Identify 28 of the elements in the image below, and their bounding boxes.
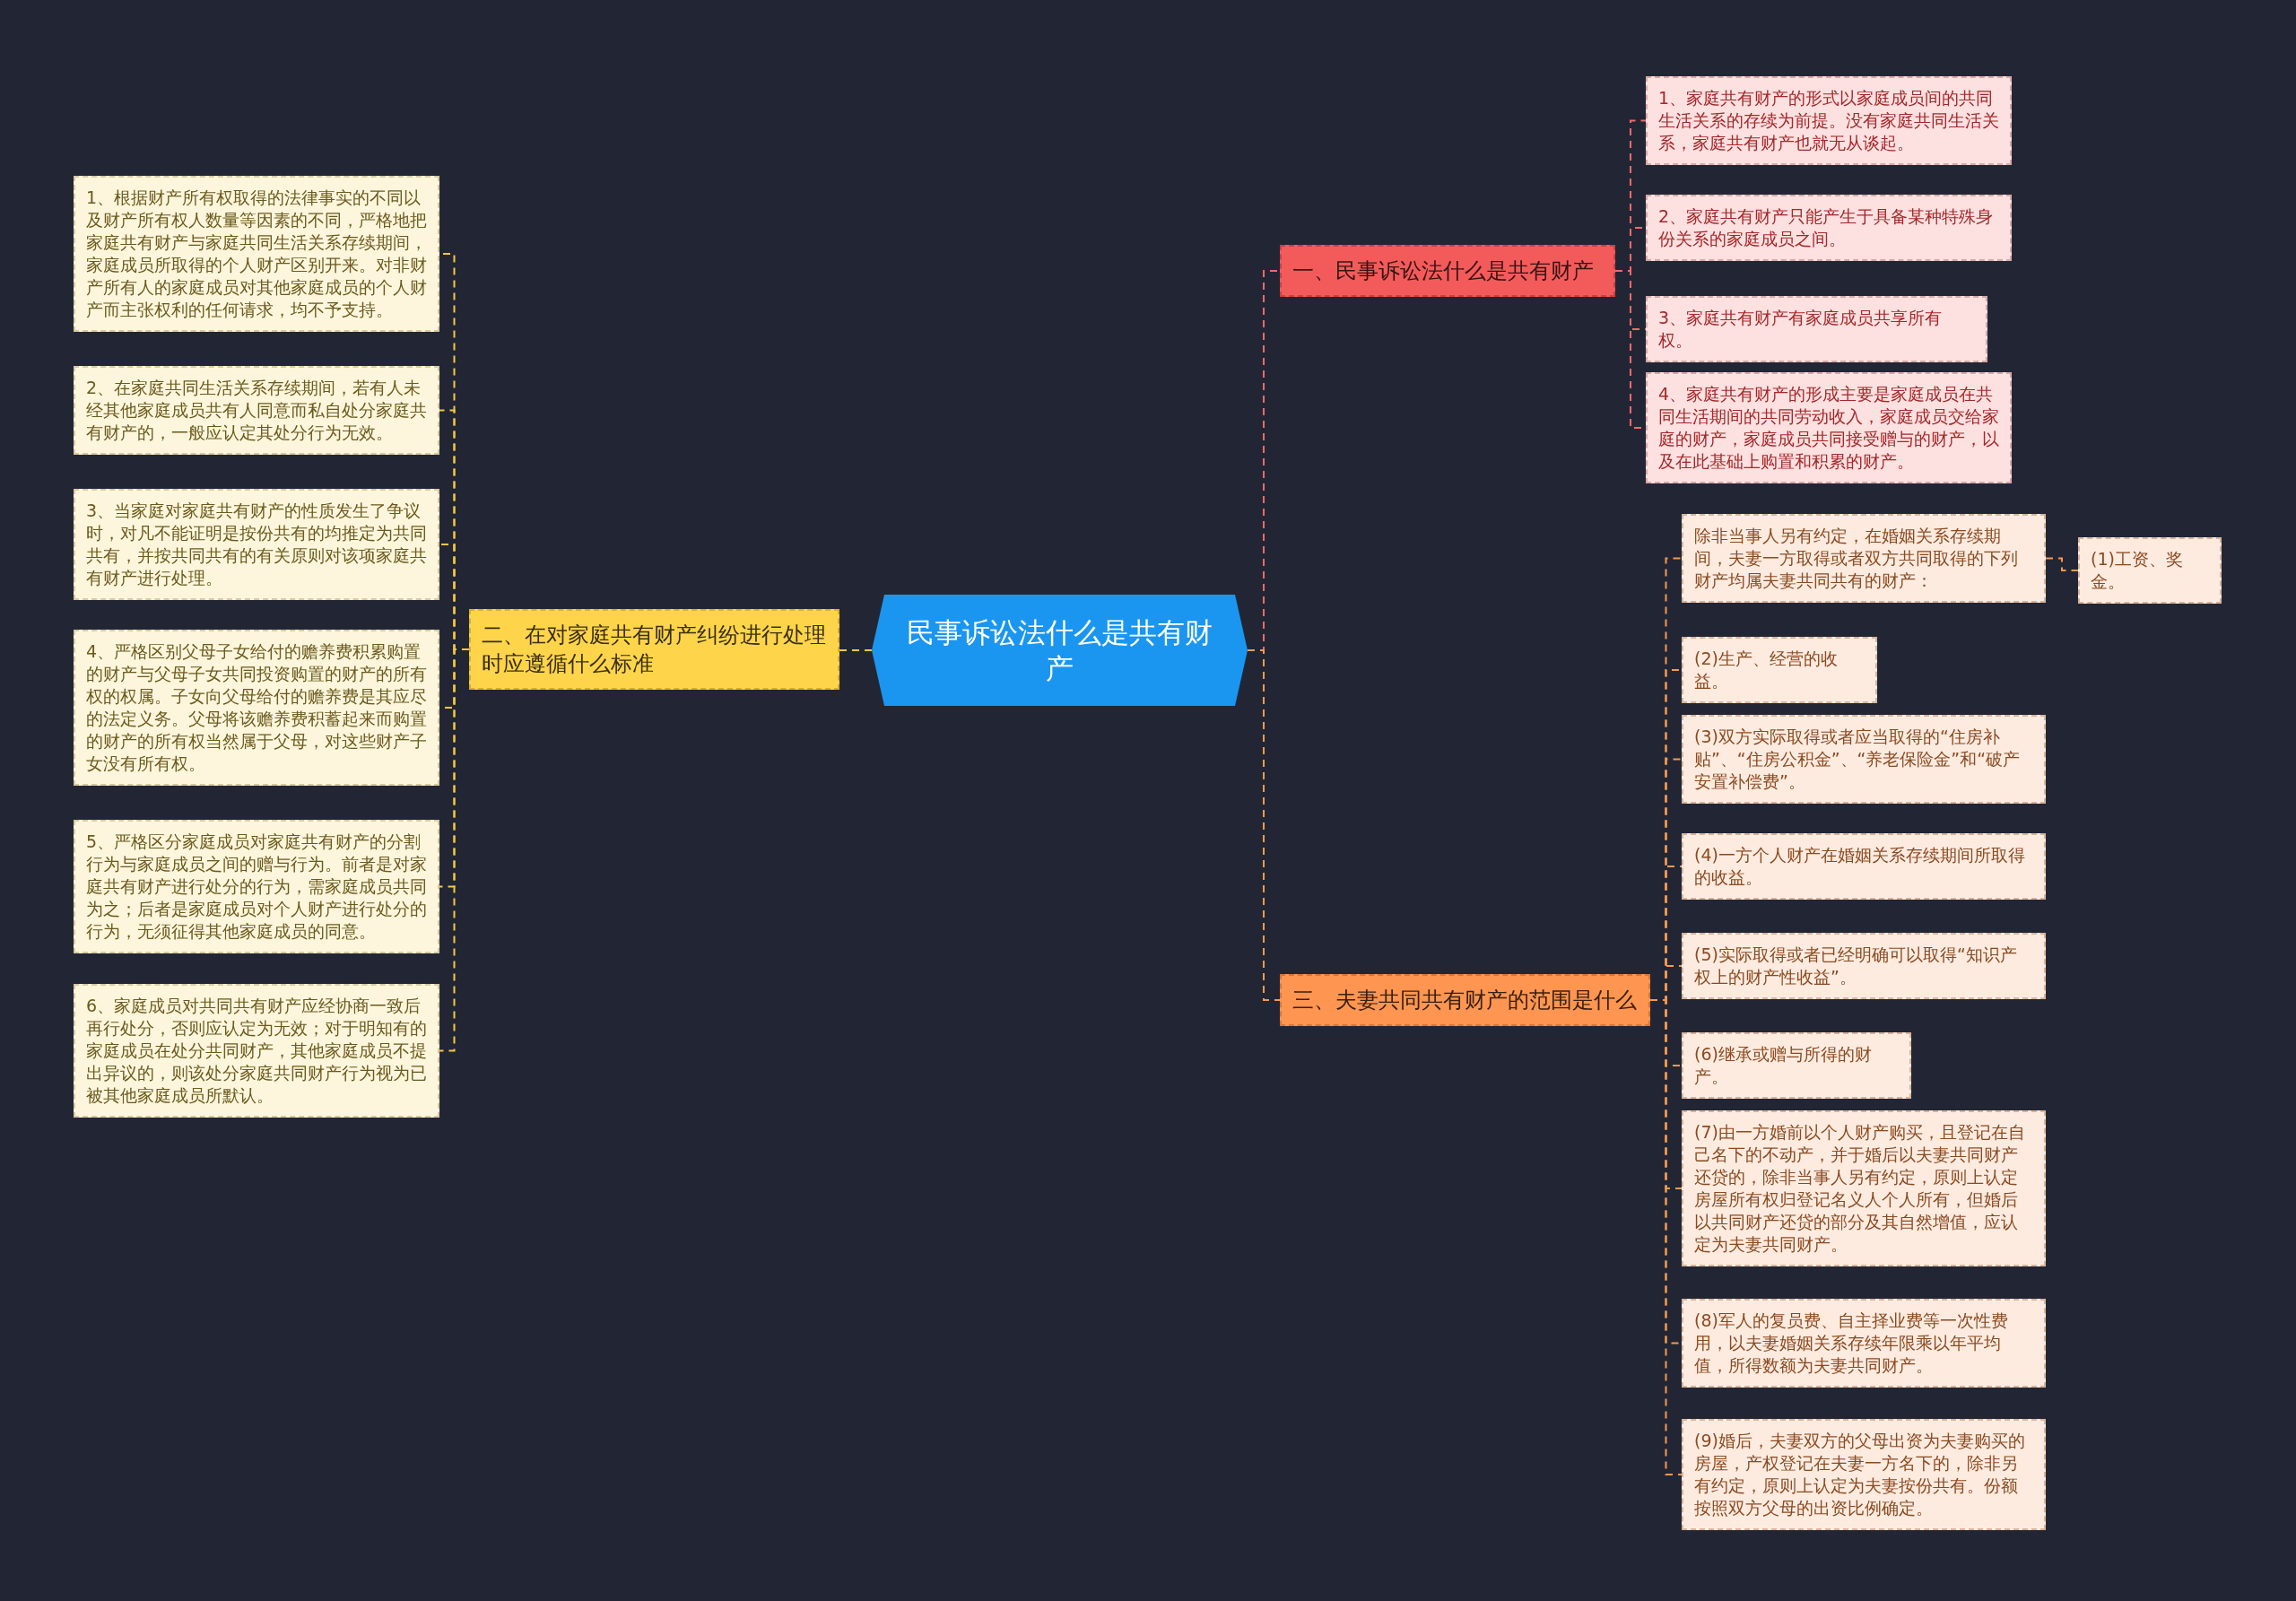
detail-box: (2)生产、经营的收益。 bbox=[1682, 637, 1877, 703]
detail-box: (7)由一方婚前以个人财产购买，且登记在自己名下的不动产，并于婚后以夫妻共同财产还贷的，除非当事人另有约定，原则上认定房屋所有权归登记名义人个人所有，但婚后以共同财产还贷的部分及其自然增值，应认定为夫妻共同财产。 bbox=[1682, 1110, 2046, 1266]
detail-box: 3、当家庭对家庭共有财产的性质发生了争议时，对凡不能证明是按份共有的均推定为共同共有，并按共同共有的有关原则对该项家庭共有财产进行处理。 bbox=[74, 489, 439, 600]
branch-box: 一、民事诉讼法什么是共有财产 bbox=[1280, 245, 1615, 297]
detail-box: 5、严格区分家庭成员对家庭共有财产的分割行为与家庭成员之间的赠与行为。前者是对家庭共有财产进行处分的行为，需家庭成员共同为之；后者是家庭成员对个人财产进行处分的行为，无须征得其他家庭成员的同意。 bbox=[74, 820, 439, 953]
connector bbox=[839, 649, 873, 651]
detail-box: (9)婚后，夫妻双方的父母出资为夫妻购买的房屋，产权登记在夫妻一方名下的，除非另有约定，原则上认定为夫妻按份共有。份额按照双方父母的出资比例确定。 bbox=[1682, 1419, 2046, 1530]
branch-box: 二、在对家庭共有财产纠纷进行处理时应遵循什么标准 bbox=[469, 609, 839, 690]
detail-box: 除非当事人另有约定，在婚姻关系存续期间，夫妻一方取得或者双方共同取得的下列财产均属夫妻共同共有的财产： bbox=[1682, 514, 2046, 603]
branch-box: 三、夫妻共同共有财产的范围是什么 bbox=[1280, 974, 1650, 1026]
detail-box: 2、家庭共有财产只能产生于具备某种特殊身份关系的家庭成员之间。 bbox=[1646, 195, 2012, 261]
detail-box: 6、家庭成员对共同共有财产应经协商一致后再行处分，否则应认定为无效；对于明知有的家庭成员在处分共同财产，其他家庭成员不提出异议的，则该处分家庭共同财产行为视为已被其他家庭成员所默认。 bbox=[74, 984, 439, 1118]
connector bbox=[1247, 649, 1281, 1001]
detail-box: (4)一方个人财产在婚姻关系存续期间所取得的收益。 bbox=[1682, 833, 2046, 900]
detail-box: 4、家庭共有财产的形成主要是家庭成员在共同生活期间的共同劳动收入，家庭成员交给家庭的财产，家庭成员共同接受赠与的财产，以及在此基础上购置和积累的财产。 bbox=[1646, 372, 2012, 483]
central-topic bbox=[872, 595, 1248, 706]
detail-box: (5)实际取得或者已经明确可以取得“知识产权上的财产性收益”。 bbox=[1682, 933, 2046, 999]
detail-box: 4、严格区别父母子女给付的赡养费积累购置的财产与父母子女共同投资购置的财产的所有权的权属。子女向父母给付的赡养费是其应尽的法定义务。父母将该赡养费积蓄起来而购置的财产的所有权当然属于父母，对这些财产子女没有所有权。 bbox=[74, 630, 439, 786]
detail-box: (6)继承或赠与所得的财产。 bbox=[1682, 1032, 1911, 1099]
detail-box: (8)军人的复员费、自主择业费等一次性费用，以夫妻婚姻关系存续年限乘以年平均值，所得数额为夫妻共同财产。 bbox=[1682, 1299, 2046, 1388]
connector bbox=[2045, 557, 2079, 571]
detail-box: 3、家庭共有财产有家庭成员共享所有权。 bbox=[1646, 296, 1987, 362]
detail-box: 2、在家庭共同生活关系存续期间，若有人未经其他家庭成员共有人同意而私自处分家庭共有财产的，一般应认定其处分行为无效。 bbox=[74, 366, 439, 455]
topic-title: 民事诉讼法什么是共有财产 bbox=[906, 615, 1213, 686]
detail-box: (1)工资、奖金。 bbox=[2078, 537, 2222, 604]
detail-box: 1、根据财产所有权取得的法律事实的不同以及财产所有权人数量等因素的不同，严格地把家庭共有财产与家庭共同生活关系存续期间，家庭成员所取得的个人财产区别开来。对非财产所有人的家庭成员对其他家庭成员的个人财产而主张权利的任何请求，均不予支持。 bbox=[74, 176, 439, 332]
detail-box: (3)双方实际取得或者应当取得的“住房补贴”、“住房公积金”、“养老保险金”和“破产安置补偿费”。 bbox=[1682, 715, 2046, 804]
detail-box: 1、家庭共有财产的形式以家庭成员间的共同生活关系的存续为前提。没有家庭共同生活关系，家庭共有财产也就无从谈起。 bbox=[1646, 76, 2012, 165]
